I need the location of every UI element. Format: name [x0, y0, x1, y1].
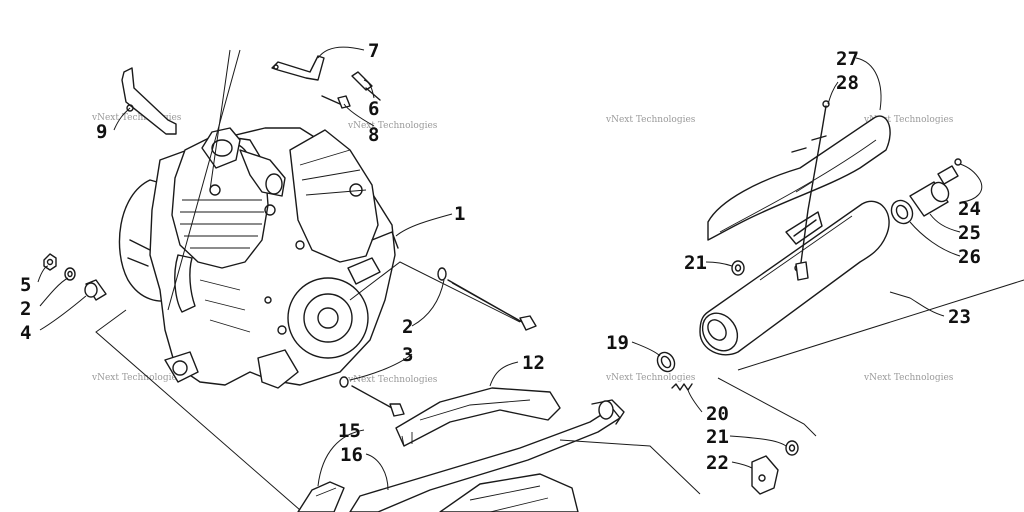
watermark-text: vNext Technologies [863, 115, 954, 125]
callout-21: 21 [706, 426, 729, 448]
bolt-3 [339, 376, 405, 417]
washer-2a [64, 267, 76, 281]
callout-2: 2 [402, 316, 413, 338]
watermarks: vNext Technologies vNext Technologies vN… [91, 113, 954, 385]
watermark-text: vNext Technologies [863, 373, 954, 383]
grommet-21b [785, 440, 799, 456]
callout-26: 26 [958, 246, 981, 268]
callout-6: 6 [368, 98, 379, 120]
mount-bracket-7 [271, 55, 325, 81]
callout-16: 16 [340, 444, 363, 466]
bolt-6 [351, 71, 381, 101]
callout-19: 19 [606, 332, 629, 354]
engine-assembly [118, 127, 399, 389]
callout-28: 28 [836, 72, 859, 94]
head-pipe-16 [349, 399, 625, 512]
lower-shield [439, 473, 579, 512]
gasket-26 [890, 199, 914, 225]
callout-5: 5 [20, 274, 31, 296]
watermark-text: vNext Technologies [605, 115, 696, 125]
watermark-text: vNext Technologies [91, 373, 182, 383]
watermark-text: vNext Technologies [605, 373, 696, 383]
callout-25: 25 [958, 222, 981, 244]
spring-24 [937, 158, 962, 185]
watermark-text: vNext Technologies [347, 375, 438, 385]
leader-lines [37, 46, 983, 491]
watermark-text: vNext Technologies [91, 113, 182, 123]
long-bolt [437, 267, 537, 331]
bolt-8 [321, 95, 351, 109]
spring-20 [671, 383, 693, 391]
callout-21: 21 [684, 252, 707, 274]
heat-shield-12 [395, 387, 561, 447]
heat-shield-15 [297, 481, 345, 512]
clamp-28 [795, 100, 830, 281]
callout-23: 23 [948, 306, 971, 328]
watermark-text: vNext Technologies [347, 121, 438, 131]
callout-22: 22 [706, 452, 729, 474]
gasket-19 [656, 351, 676, 373]
callout-1: 1 [454, 203, 465, 225]
callout-24: 24 [958, 198, 981, 220]
callout-3: 3 [402, 344, 413, 366]
callout-9: 9 [96, 121, 107, 143]
callout-8: 8 [368, 124, 379, 146]
callout-20: 20 [706, 403, 729, 425]
muffler-heat-shield-27 [707, 115, 891, 241]
muffler-23 [699, 200, 890, 356]
callout-15: 15 [338, 420, 361, 442]
callout-27: 27 [836, 48, 859, 70]
callout-7: 7 [368, 40, 379, 62]
spacer-4 [84, 279, 107, 301]
mount-bracket-9 [121, 67, 177, 135]
callout-12: 12 [522, 352, 545, 374]
callout-2: 2 [20, 298, 31, 320]
grommet-21a [731, 260, 745, 276]
outlet-pipe-25 [909, 181, 950, 217]
callout-labels: 7 6 8 9 1 5 2 4 2 3 12 15 16 19 20 21 21… [20, 40, 981, 474]
muffler-bracket-22 [751, 455, 779, 495]
callout-4: 4 [20, 322, 31, 344]
section-lines [95, 49, 1024, 511]
